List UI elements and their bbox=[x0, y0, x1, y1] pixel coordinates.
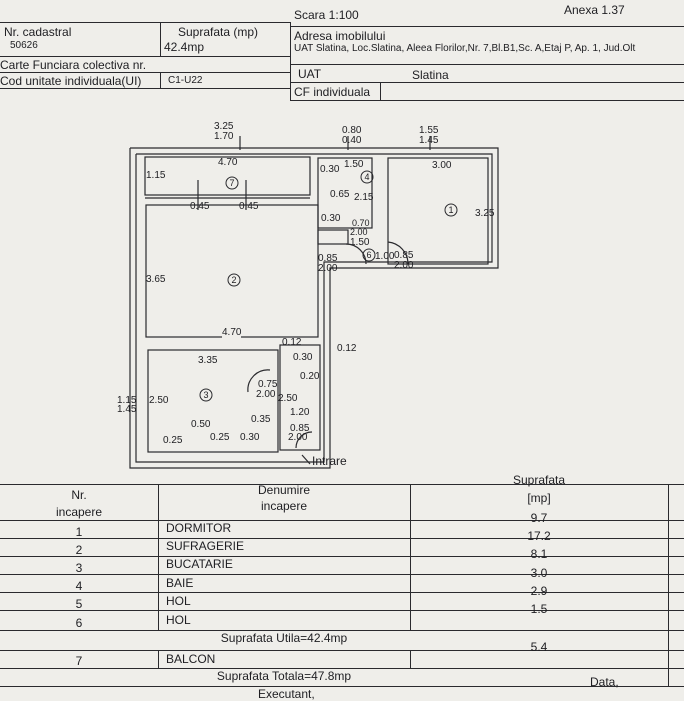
suprafata-utila: Suprafata Utila=42.4mp bbox=[220, 631, 348, 645]
name-row5: HOL bbox=[166, 594, 191, 608]
dim-470-top: 4.70 bbox=[218, 157, 238, 168]
door-085b-bot: 2.00 bbox=[394, 260, 414, 271]
uat-value: Slatina bbox=[412, 68, 449, 82]
nr-row4: 4 bbox=[75, 579, 83, 593]
area-value-row1: 17.2 bbox=[527, 529, 551, 543]
dim-030a: 0.30 bbox=[320, 164, 340, 175]
area-value-row5: 1.5 bbox=[530, 602, 548, 616]
door-075-bot: 2.00 bbox=[256, 389, 276, 400]
cod-ui-label: Cod unitate individuala(UI) bbox=[0, 74, 142, 88]
area-value-row2: 8.1 bbox=[530, 547, 548, 561]
dim-200a: 2.00 bbox=[350, 227, 368, 237]
room-6-number: 6 bbox=[366, 250, 372, 260]
dim-215: 2.15 bbox=[354, 192, 374, 203]
dim-365: 3.65 bbox=[146, 274, 166, 285]
dim-325: 3.25 bbox=[475, 208, 495, 219]
dim-012b: 0.12 bbox=[337, 343, 357, 354]
dim-top-mid-b: 0.40 bbox=[342, 135, 362, 146]
door-085b-top: 0.85 bbox=[394, 250, 414, 261]
name-row1: DORMITOR bbox=[166, 521, 232, 535]
name-row2: SUFRAGERIE bbox=[166, 539, 245, 553]
col-nr-header-2: incapere bbox=[55, 505, 103, 519]
dim-035: 0.35 bbox=[251, 414, 271, 425]
dim-top-mid-a: 0.80 bbox=[342, 125, 362, 136]
col-nr-header-1: Nr. bbox=[71, 488, 87, 502]
suprafata-value: 42.4mp bbox=[164, 40, 205, 54]
executant-label: Executant, bbox=[258, 687, 315, 701]
cod-ui-value: C1-U22 bbox=[168, 75, 203, 86]
carte-funciara-label: Carte Funciara colectiva nr. bbox=[0, 58, 147, 72]
entrance-label: Intrare bbox=[312, 454, 347, 468]
nr-row5: 5 bbox=[75, 597, 83, 611]
cf-label: CF individuala bbox=[294, 85, 371, 99]
dim-top-right-b: 1.45 bbox=[419, 135, 439, 146]
dim-top-left-b: 1.70 bbox=[214, 131, 234, 142]
dim-top-right-a: 1.55 bbox=[419, 125, 439, 136]
nr-row3: 3 bbox=[75, 561, 83, 575]
suprafata-label: Suprafata (mp) bbox=[178, 25, 259, 39]
dim-100: 1.00 bbox=[375, 251, 395, 262]
dim-030b: 0.30 bbox=[321, 213, 341, 224]
dim-012a: 0.12 bbox=[282, 337, 302, 348]
dim-115b-bot: 1.45 bbox=[117, 404, 137, 415]
dim-300: 3.00 bbox=[432, 160, 452, 171]
dim-335: 3.35 bbox=[198, 355, 218, 366]
room-4-number: 4 bbox=[364, 172, 370, 182]
col-name-header-2: incapere bbox=[260, 499, 308, 513]
area-value-row3: 3.0 bbox=[530, 566, 548, 580]
door-075-top: 0.75 bbox=[258, 379, 278, 390]
col-area-header-2: [mp] bbox=[527, 491, 551, 505]
door-085a-bot: 2.00 bbox=[318, 263, 338, 274]
name-row6: HOL bbox=[166, 613, 191, 627]
room-2-number: 2 bbox=[231, 275, 237, 285]
name-row3: BUCATARIE bbox=[166, 557, 233, 571]
balcon-name: BALCON bbox=[166, 652, 216, 666]
dim-120: 1.20 bbox=[290, 407, 310, 418]
dim-070: 0.70 bbox=[352, 218, 370, 228]
dim-045a: 0.45 bbox=[190, 201, 210, 212]
dim-115b-top: 1.15 bbox=[117, 395, 137, 406]
door-085c-bot: 2.00 bbox=[288, 432, 308, 443]
dim-250b: 2.50 bbox=[149, 395, 169, 406]
annex-label: Anexa 1.37 bbox=[564, 3, 625, 17]
suprafata-totala: Suprafata Totala=47.8mp bbox=[216, 669, 352, 683]
dim-150: 1.50 bbox=[344, 159, 364, 170]
name-row4: BAIE bbox=[166, 576, 194, 590]
adresa-label: Adresa imobilului bbox=[294, 29, 386, 43]
dim-250a: 2.50 bbox=[278, 393, 298, 404]
dim-top-left-a: 3.25 bbox=[214, 121, 234, 132]
door-085c-top: 0.85 bbox=[290, 423, 310, 434]
nr-cadastral-value: 50626 bbox=[10, 40, 38, 51]
room-1-number: 1 bbox=[448, 205, 454, 215]
dim-025b: 0.25 bbox=[210, 432, 230, 443]
nr-row6: 6 bbox=[75, 616, 83, 630]
nr-cadastral-label: Nr. cadastral bbox=[4, 25, 72, 39]
data-label: Data, bbox=[590, 675, 619, 689]
uat-label: UAT bbox=[298, 67, 322, 81]
area-value-row0: 9.7 bbox=[530, 511, 548, 525]
door-085a-top: 0.85 bbox=[318, 253, 338, 264]
dim-030d: 0.30 bbox=[240, 432, 260, 443]
area-value-row4: 2.9 bbox=[530, 584, 548, 598]
dim-065: 0.65 bbox=[330, 189, 350, 200]
dim-470-mid: 4.70 bbox=[222, 327, 242, 338]
col-area-header-1: Suprafata bbox=[512, 473, 566, 487]
room-3-number: 3 bbox=[203, 390, 209, 400]
dim-050: 0.50 bbox=[191, 419, 211, 430]
dim-045b: 0.45 bbox=[239, 201, 259, 212]
balcon-area: 5.4 bbox=[530, 640, 548, 654]
balcon-nr: 7 bbox=[75, 654, 83, 668]
room-7-number: 7 bbox=[229, 178, 235, 188]
dim-115: 1.15 bbox=[146, 170, 166, 181]
adresa-value: UAT Slatina, Loc.Slatina, Aleea Florilor… bbox=[294, 43, 636, 54]
dim-150b: 1.50 bbox=[350, 237, 370, 248]
nr-row2: 2 bbox=[75, 543, 83, 557]
scale-label: Scara 1:100 bbox=[294, 8, 359, 22]
dim-030c: 0.30 bbox=[293, 352, 313, 363]
nr-row1: 1 bbox=[75, 525, 83, 539]
col-name-header-1: Denumire bbox=[257, 483, 311, 497]
dim-020: 0.20 bbox=[300, 371, 320, 382]
dim-025a: 0.25 bbox=[163, 435, 183, 446]
